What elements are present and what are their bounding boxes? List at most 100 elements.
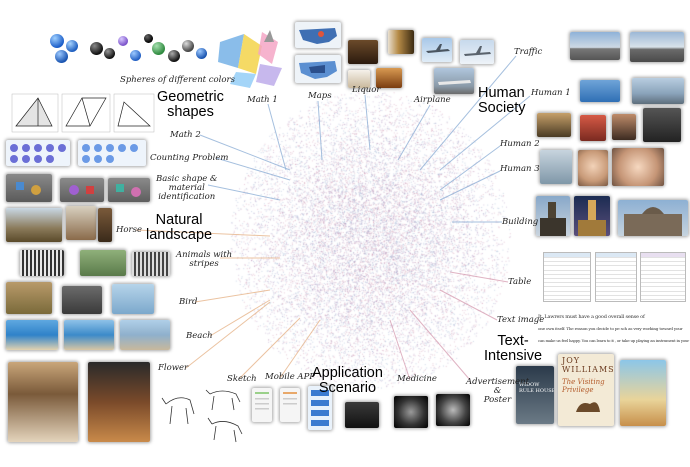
- label-math2: Math 2: [170, 130, 201, 140]
- leader-line: [364, 94, 371, 151]
- sphere-image: [196, 48, 207, 59]
- leader-line: [317, 100, 323, 161]
- sketch-thumbnail: [161, 389, 243, 443]
- building-thumbnail: [574, 196, 610, 236]
- sphere-image: [66, 40, 78, 52]
- advertisement-poster-thumbnail: WIDOW RULE HOUSE: [516, 366, 554, 424]
- leader-line: [215, 157, 291, 181]
- table-thumbnail: [640, 252, 686, 302]
- poster-text: WIDOW RULE HOUSE: [519, 382, 554, 394]
- label-beach: Beach: [186, 331, 213, 341]
- math1-thumbnail: [216, 28, 284, 90]
- label-horse: Horse: [116, 225, 142, 235]
- leader-line: [135, 229, 271, 237]
- leader-line: [194, 289, 271, 303]
- animals-with-stripes-thumbnail: [20, 250, 64, 276]
- sphere-image: [130, 50, 141, 61]
- sphere-image: [152, 42, 165, 55]
- group-text-intensive: Text- Intensive: [484, 333, 543, 365]
- traffic-thumbnail: [570, 32, 620, 60]
- book-cover-thumbnail: [620, 360, 666, 426]
- label-medicine: Medicine: [397, 374, 437, 384]
- horse-thumbnail: [66, 206, 96, 240]
- label-advertisement: Advertisement & Poster: [466, 377, 529, 405]
- basic-shape-thumbnail: [6, 174, 52, 202]
- table-thumbnail: [543, 252, 591, 302]
- group-application-scenario: Application Scenario: [312, 365, 383, 397]
- label-bird: Bird: [179, 297, 198, 307]
- sphere-image: [182, 40, 194, 52]
- counting-problem-thumbnail: [6, 140, 70, 166]
- label-human2: Human 2: [500, 139, 540, 149]
- medicine-thumbnail: [394, 396, 428, 428]
- sphere-image: [55, 50, 68, 63]
- sphere-image: [118, 36, 128, 46]
- text-image-thumbnail: It. Lawrers must have a good overall sen…: [538, 314, 689, 354]
- beach-thumbnail: [6, 320, 58, 350]
- label-human1: Human 1: [531, 88, 571, 98]
- book-title: The Visiting Privilege: [562, 378, 605, 394]
- group-natural-landscape: Natural landscape: [146, 212, 213, 244]
- mobile-app-thumbnail: [280, 388, 300, 422]
- label-animals-stripes: Animals with stripes: [176, 250, 233, 269]
- book-cover-thumbnail: JOY WILLIAMS The Visiting Privilege: [558, 354, 614, 426]
- human3-thumbnail: [540, 150, 572, 184]
- leader-line: [419, 55, 517, 171]
- label-mobile-app: Mobile APP: [265, 372, 316, 382]
- label-building: Building: [502, 217, 539, 227]
- sphere-image: [168, 50, 180, 62]
- maps-thumbnail: [295, 22, 341, 48]
- table-thumbnail: [595, 252, 637, 302]
- leader-line: [439, 289, 498, 321]
- bird-thumbnail: [62, 286, 102, 314]
- medicine-thumbnail: [345, 402, 379, 428]
- human1-thumbnail: [632, 78, 684, 104]
- leader-line: [409, 309, 471, 381]
- human2-thumbnail: [580, 115, 606, 141]
- text-image-line: It. Lawrers must have a good overall sen…: [538, 314, 645, 320]
- animals-with-stripes-thumbnail: [80, 250, 126, 276]
- beach-thumbnail: [120, 320, 170, 350]
- human2-thumbnail: [612, 114, 636, 140]
- leader-line: [207, 184, 281, 201]
- sphere-image: [50, 34, 64, 48]
- mobile-app-thumbnail: [252, 388, 272, 422]
- airplane-thumbnail: [460, 40, 494, 64]
- animals-with-stripes-thumbnail: [132, 252, 170, 276]
- flower-thumbnail: [8, 362, 78, 442]
- group-human-society: Human Society: [478, 85, 526, 117]
- human1-thumbnail: [580, 80, 620, 102]
- label-liquor: Liquor: [352, 85, 381, 95]
- sphere-image: [144, 34, 153, 43]
- airplane-thumbnail: [434, 68, 474, 94]
- leader-line: [199, 134, 291, 171]
- horse-thumbnail: [6, 208, 62, 242]
- human3-thumbnail: [612, 148, 664, 186]
- liquor-thumbnail: [388, 30, 414, 54]
- human3-thumbnail: [578, 150, 608, 186]
- leader-line: [267, 103, 287, 171]
- human2-thumbnail: [537, 113, 571, 137]
- building-thumbnail: [536, 196, 570, 236]
- label-maps: Maps: [308, 91, 332, 101]
- label-traffic: Traffic: [514, 47, 543, 57]
- label-text-image: Text image: [497, 315, 545, 325]
- label-basic-shape: Basic shape & material identification: [156, 174, 218, 202]
- leader-line: [185, 301, 271, 369]
- liquor-thumbnail: [348, 40, 378, 64]
- leader-line: [439, 95, 531, 171]
- beach-thumbnail: [64, 320, 114, 350]
- liquor-thumbnail: [376, 68, 402, 88]
- label-human3: Human 3: [500, 164, 540, 174]
- label-spheres: Spheres of different colors: [120, 75, 235, 85]
- leader-line: [439, 145, 501, 191]
- leader-line: [239, 317, 301, 379]
- label-math1: Math 1: [247, 95, 278, 105]
- medicine-thumbnail: [436, 394, 470, 426]
- traffic-thumbnail: [630, 32, 684, 62]
- leader-line: [439, 170, 501, 201]
- label-airplane: Airplane: [414, 95, 451, 105]
- bird-thumbnail: [112, 284, 154, 314]
- counting-problem-thumbnail: [78, 140, 146, 166]
